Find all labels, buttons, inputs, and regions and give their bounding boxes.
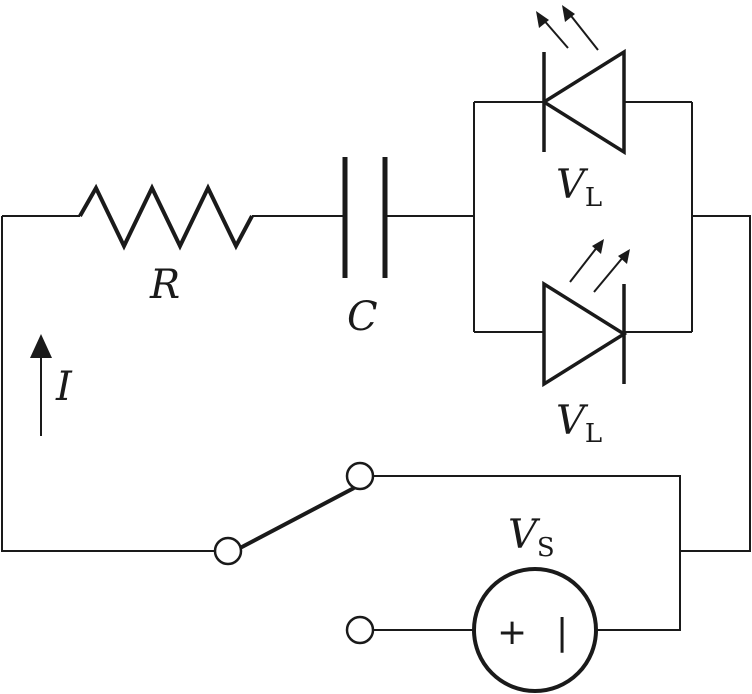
led-bottom-label: VL [556,398,602,449]
current-arrow-head [30,334,52,358]
resistor-label: R [149,262,180,308]
led-top-ray-2-head [562,5,575,22]
resistor [78,183,254,251]
source-minus: | [556,612,568,653]
led-top-triangle [540,48,626,156]
led-bottom-label-sub: L [585,419,602,449]
source-label: VS [508,512,555,563]
capacitor-label: C [347,294,378,340]
source-label-sub: S [537,533,555,563]
led-bottom-ray-2-head [618,249,630,264]
wire-led-right-out [680,215,751,552]
led-top-ray-1 [541,17,569,49]
wire-left-vertical [1,216,218,552]
switch-blade [239,486,355,550]
led-bottom-triangle [542,280,628,388]
led-top-label-main: V [556,162,589,208]
led-top-label-sub: L [585,183,602,213]
wire-switch-to-source [372,475,681,631]
led-top-ray-1-head [536,11,549,28]
voltage-source [472,567,598,693]
led-top-ray-2 [567,11,599,51]
led-bottom-ray-2 [593,255,625,293]
switch-lower-terminal [345,615,375,645]
switch-upper-terminal [345,461,375,491]
led-bottom-ray-1-head [592,239,604,254]
source-label-main: V [508,512,541,558]
led-top-label: VL [556,162,602,213]
led-bottom-ray-1 [569,245,599,283]
led-bottom-label-main: V [556,398,589,444]
source-plus: + [497,612,527,653]
switch-pivot-terminal [213,536,243,566]
current-label: I [55,364,73,410]
